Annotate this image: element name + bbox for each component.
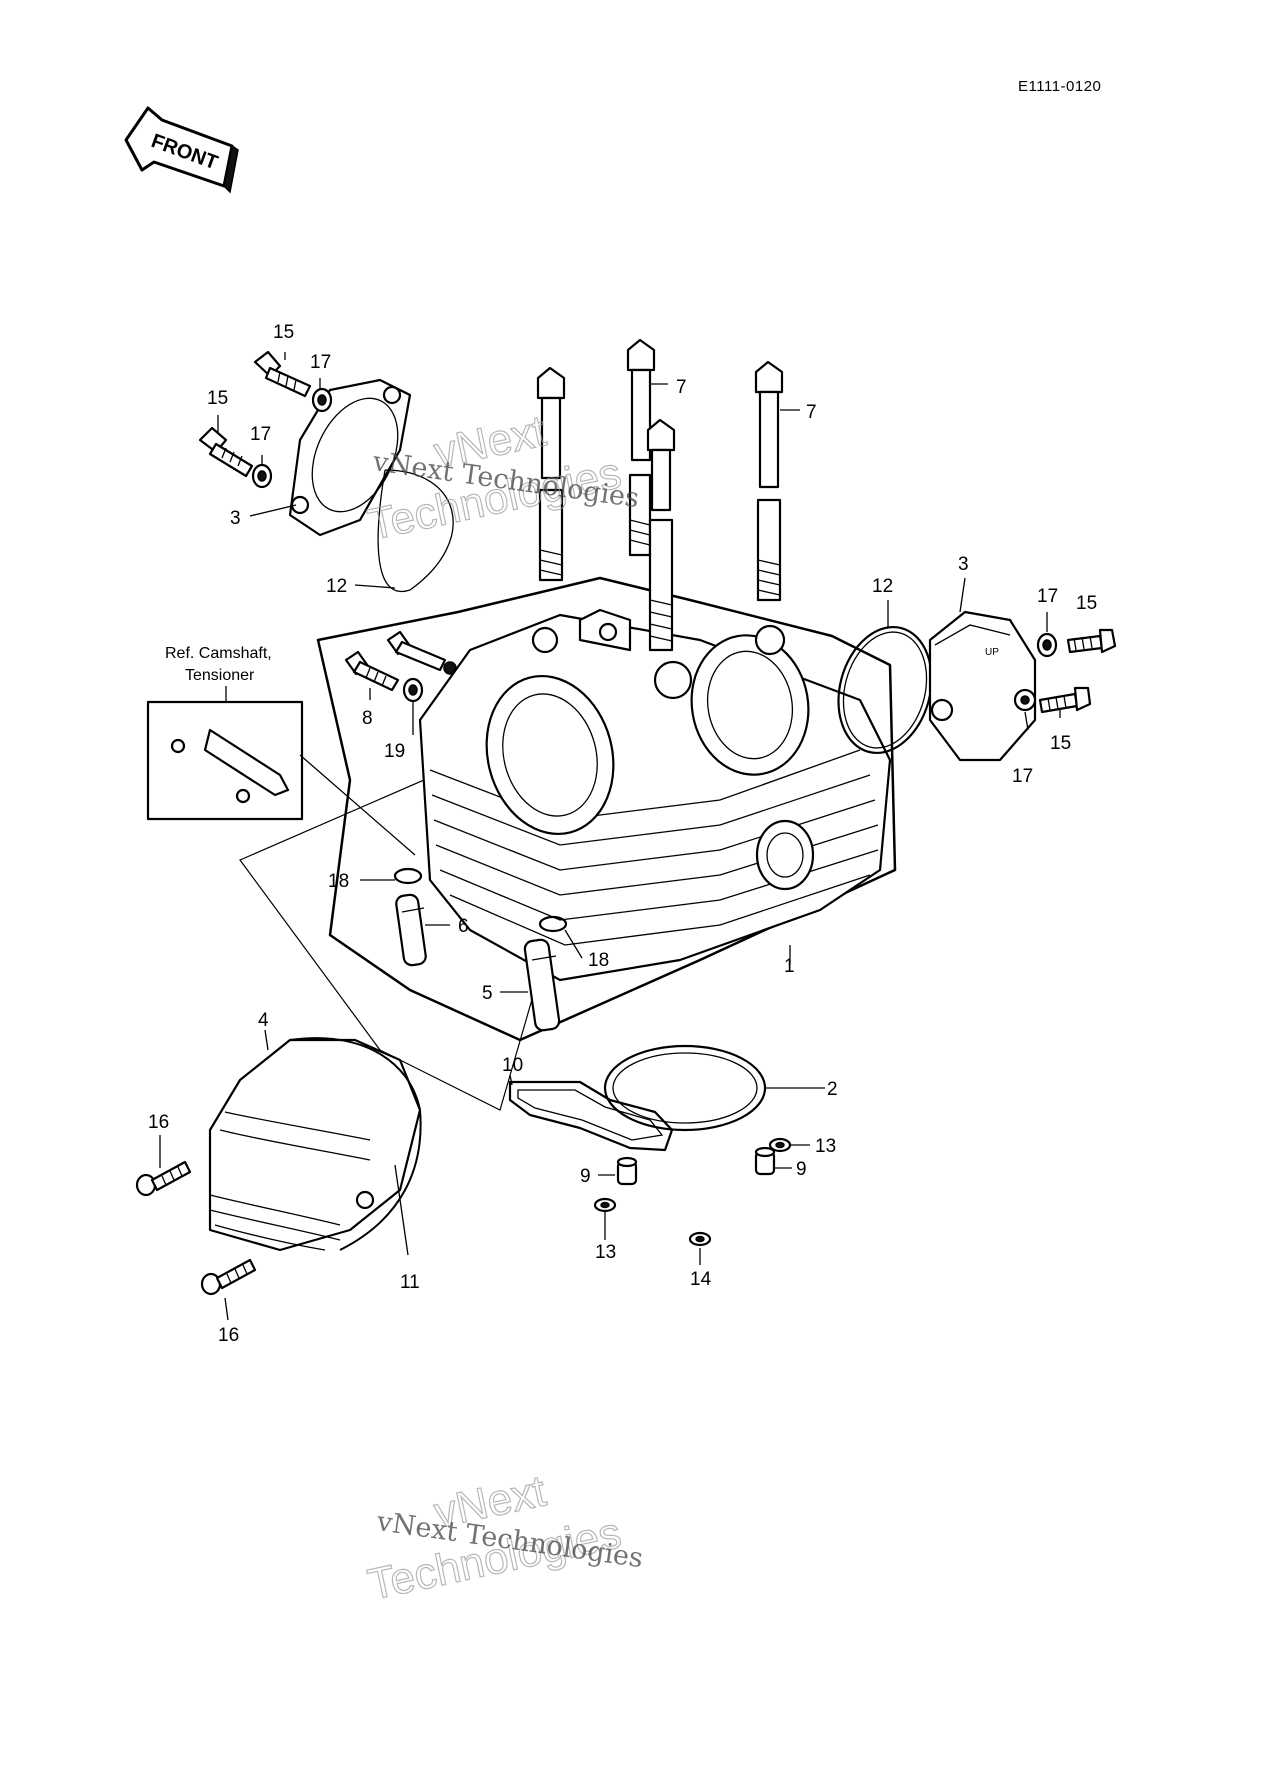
front-arrow-icon: FRONT	[124, 106, 239, 194]
bolt-8	[344, 630, 457, 692]
clip-18a	[393, 867, 423, 885]
head-bolt-long-1	[626, 338, 656, 557]
head-bolt-short-1	[536, 366, 566, 582]
bolt-15d	[1038, 686, 1092, 714]
callout-2: 2	[827, 1079, 838, 1100]
callout-12a: 12	[326, 576, 347, 597]
callout-3b: 3	[958, 554, 969, 575]
callout-9b: 9	[796, 1159, 807, 1180]
dowel-9b	[754, 1146, 776, 1176]
callout-17d: 17	[1012, 766, 1033, 787]
callout-1: 1	[784, 956, 795, 977]
callout-3a: 3	[230, 508, 241, 529]
watermark-top: vNext Technologies vNext Technologies	[363, 406, 641, 551]
callout-16b: 16	[218, 1325, 239, 1346]
cylinder-head	[418, 608, 892, 982]
callout-11: 11	[400, 1272, 420, 1293]
o-ring-2	[603, 1044, 767, 1132]
callout-18b: 18	[588, 950, 609, 971]
callout-15d: 15	[1050, 733, 1071, 754]
washer-19	[402, 677, 424, 703]
washer-14	[688, 1231, 712, 1247]
valve-cover-right: UP	[928, 610, 1037, 762]
callout-15a: 15	[273, 322, 294, 343]
dowel-9a	[616, 1156, 638, 1186]
callout-13b: 13	[595, 1242, 616, 1263]
bolt-15b	[198, 426, 254, 478]
bolt-15c	[1066, 628, 1117, 654]
callout-13a: 13	[815, 1136, 836, 1157]
callout-9a: 9	[580, 1166, 591, 1187]
nut-13a	[768, 1137, 792, 1153]
callout-17a: 17	[310, 352, 331, 373]
screw-16b	[200, 1258, 257, 1296]
intake-cover-left	[288, 378, 454, 593]
washer-17a	[311, 387, 333, 413]
callout-4: 4	[258, 1010, 269, 1031]
callout-19: 19	[384, 741, 405, 762]
drawing-code: E1111-0120	[1018, 78, 1102, 95]
washer-17b	[251, 463, 273, 489]
up-logo-text: UP	[985, 647, 999, 658]
head-bolt-long-2	[754, 360, 784, 602]
callout-5: 5	[482, 983, 493, 1004]
valve-guide-5	[523, 938, 561, 1032]
callout-15c: 15	[1076, 593, 1097, 614]
callout-8: 8	[362, 708, 373, 729]
callout-16a: 16	[148, 1112, 169, 1133]
ref-box-label-2: Tensioner	[185, 667, 255, 684]
callout-17b: 17	[250, 424, 271, 445]
callout-6: 6	[458, 916, 469, 937]
washer-17c	[1036, 632, 1058, 658]
o-ring-12-right	[837, 625, 933, 755]
bolt-15a	[253, 350, 312, 398]
clip-18b	[538, 915, 568, 933]
leader-lines	[159, 352, 1061, 1321]
callout-12b: 12	[872, 576, 893, 597]
side-cover-left	[208, 1037, 422, 1252]
valve-guide-6	[395, 893, 427, 967]
ref-box-label-1: Ref. Camshaft,	[165, 645, 272, 662]
callout-numbers: 15 17 15 17 3 12 7 7 12 3 17 15 15 17 8 …	[148, 322, 1097, 1346]
callout-18a: 18	[328, 871, 349, 892]
callout-7a: 7	[676, 377, 687, 398]
watermark-bottom: vNext Technologies vNext Technologies	[363, 1466, 645, 1611]
head-bolt-short-2	[646, 418, 676, 652]
ref-camshaft-tensioner-box: Ref. Camshaft, Tensioner	[146, 645, 304, 821]
callout-17c: 17	[1037, 586, 1058, 607]
gasket-10	[508, 1080, 674, 1152]
callout-15b: 15	[207, 388, 228, 409]
nut-13b	[593, 1197, 617, 1213]
screw-16a	[135, 1160, 192, 1197]
callout-14: 14	[690, 1269, 712, 1290]
callout-10: 10	[502, 1055, 523, 1076]
callout-7b: 7	[806, 402, 817, 423]
